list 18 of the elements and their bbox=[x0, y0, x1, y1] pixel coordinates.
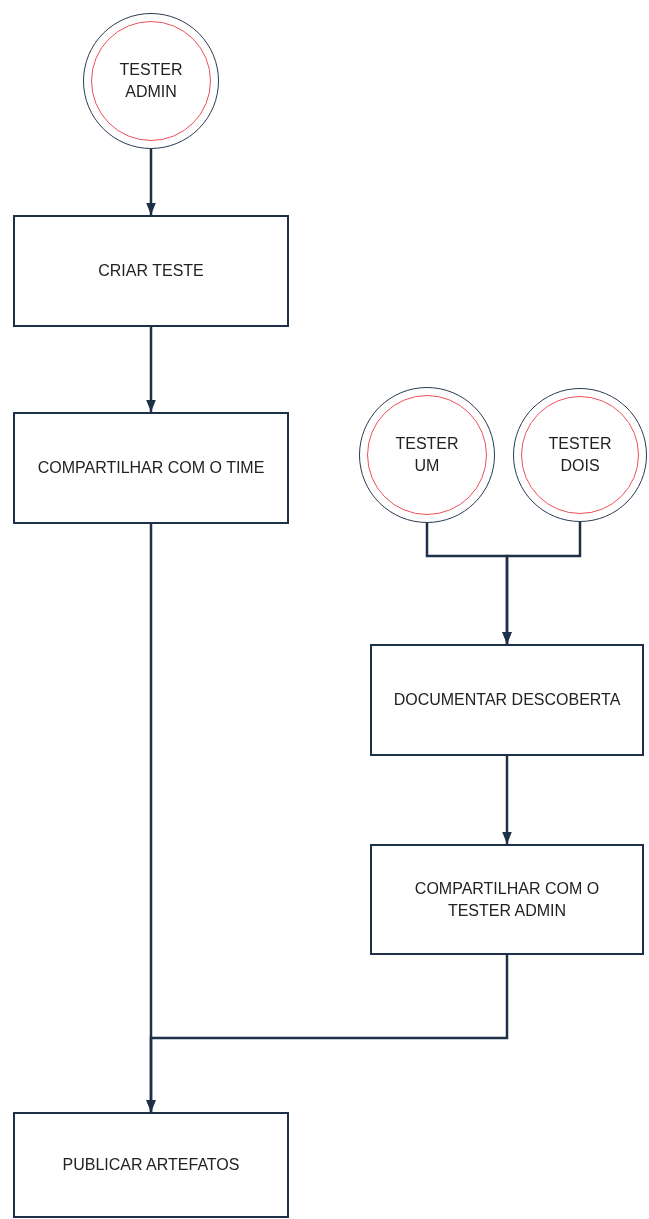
arrow bbox=[502, 522, 582, 644]
node-label: PUBLICAR ARTEFATOS bbox=[61, 1155, 241, 1175]
node-label: COMPARTILHAR COM O TESTER ADMIN bbox=[413, 878, 601, 921]
process-box bbox=[370, 644, 644, 756]
node-label: TESTER UM bbox=[394, 434, 460, 476]
arrow bbox=[502, 756, 512, 844]
node-label: TESTER DOIS bbox=[547, 434, 613, 476]
node-label: DOCUMENTAR DESCOBERTA bbox=[392, 690, 622, 710]
arrow bbox=[146, 149, 156, 215]
process-box bbox=[370, 844, 644, 955]
arrow bbox=[146, 955, 509, 1112]
node-label: CRIAR TESTE bbox=[97, 261, 205, 281]
arrow bbox=[146, 327, 156, 412]
node-label: TESTER ADMIN bbox=[118, 60, 184, 102]
process-box bbox=[13, 412, 289, 524]
process-box bbox=[13, 215, 289, 327]
node-label: COMPARTILHAR COM O TIME bbox=[36, 458, 266, 478]
process-box bbox=[13, 1112, 289, 1218]
